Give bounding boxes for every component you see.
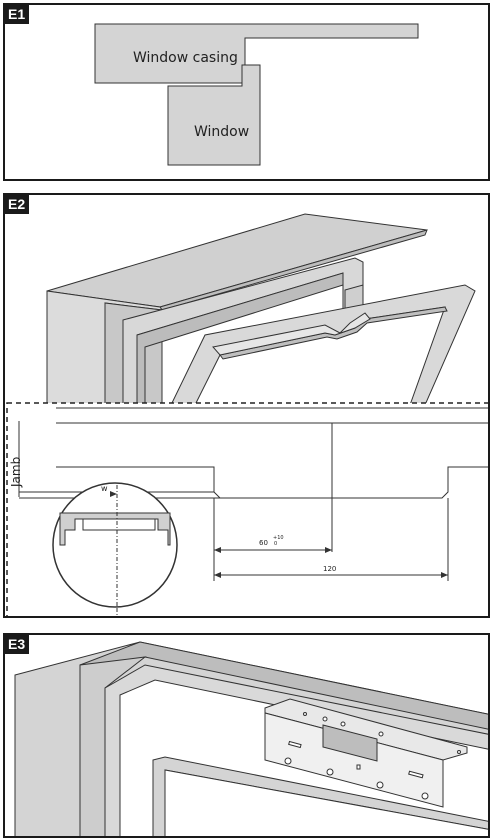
panel-e2: E2: [3, 193, 490, 618]
window-label: Window: [194, 124, 249, 140]
dim-60-tol-lower: 0: [274, 541, 277, 547]
dimension-arrow: [441, 572, 448, 578]
dimension-arrow: [110, 491, 117, 497]
section-diagram-e1: Window casing Window: [94, 23, 419, 166]
dimension-arrow: [214, 572, 221, 578]
dimension-arrow: [214, 547, 221, 553]
dim-60-label: 60: [259, 539, 268, 547]
jamb-label: Jamb: [9, 457, 23, 488]
bracket-mount-diagram-e3: [14, 641, 488, 836]
panel-e1: E1 Window casing Window: [3, 3, 490, 181]
panel-tag-e1: E1: [5, 5, 30, 24]
dim-60-tol-upper: +10: [273, 535, 284, 541]
panel-tag-e3: E3: [5, 635, 30, 654]
frame-perspective-illustration: [46, 213, 476, 406]
mounting-bracket: [264, 698, 468, 808]
magnifier-circle: [52, 482, 178, 608]
w-label: w: [101, 484, 108, 493]
window-casing-label: Window casing: [133, 50, 238, 66]
panel-e3: E3: [3, 633, 490, 838]
dim-120-label: 120: [323, 565, 336, 573]
window-shape: [167, 64, 261, 166]
panel-tag-e2: E2: [5, 195, 30, 214]
dimension-arrow: [325, 547, 332, 553]
installation-diagram-e2: Jamb w 60 +10 0 120: [6, 213, 488, 616]
